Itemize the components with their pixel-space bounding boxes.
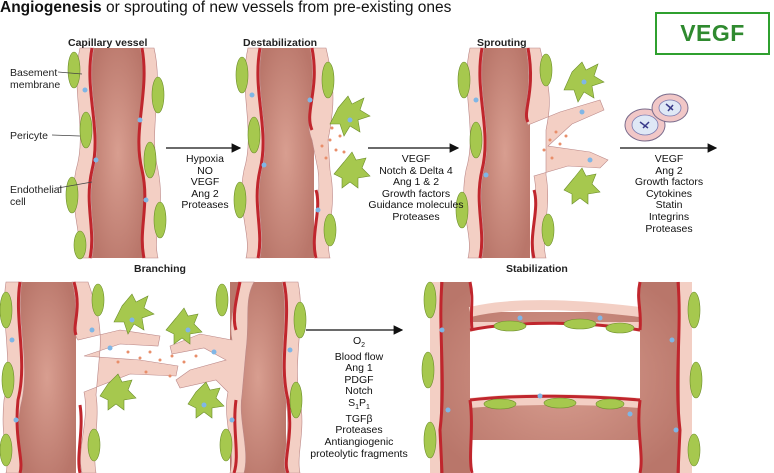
factor-o2: O2 xyxy=(304,336,414,352)
title-stabilization: Stabilization xyxy=(506,263,568,275)
label-basement-membrane: Basement membrane xyxy=(10,68,60,91)
label-pericyte: Pericyte xyxy=(10,131,48,143)
title-sprouting: Sprouting xyxy=(477,37,527,49)
vessel-capillary xyxy=(52,48,166,259)
title-capillary-vessel: Capillary vessel xyxy=(68,37,147,49)
factors-step3: VEGF Ang 2 Growth factors Cytokines Stat… xyxy=(624,154,714,235)
factors-step1: Hypoxia NO VEGF Ang 2 Proteases xyxy=(170,154,240,212)
vessel-stabilization xyxy=(422,282,702,473)
title-destabilization: Destabilization xyxy=(243,37,317,49)
factor-s1p1: S1P1 xyxy=(304,398,414,414)
title-branching: Branching xyxy=(134,263,186,275)
factors-step2: VEGF Notch & Delta 4 Ang 1 & 2 Growth fa… xyxy=(368,154,464,224)
vessel-branching xyxy=(0,282,306,473)
factors-step4: O2 Blood flow Ang 1 PDGF Notch S1P1 TGFβ… xyxy=(304,336,414,460)
label-endothelial-cell: Endothelial cell xyxy=(10,185,62,208)
vessel-destabilization xyxy=(234,48,370,258)
